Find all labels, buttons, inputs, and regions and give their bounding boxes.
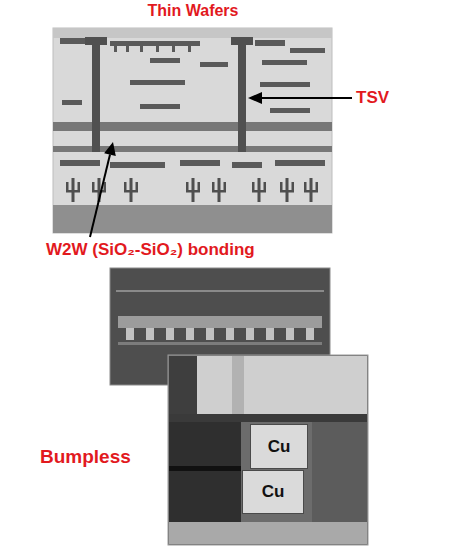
sem-pad — [246, 328, 254, 340]
metal-line — [60, 38, 85, 44]
metal-line — [232, 162, 262, 168]
section-ground — [53, 28, 332, 233]
metal-line — [140, 46, 143, 52]
callout-label: TSV — [356, 88, 389, 108]
sem-image — [168, 355, 368, 545]
leader-line — [260, 97, 352, 99]
sem-layer — [169, 414, 367, 422]
sem-pad — [186, 328, 194, 340]
pad-label: Cu — [268, 437, 291, 457]
tsv — [238, 40, 246, 152]
top-layer — [53, 28, 332, 38]
metal-line — [150, 58, 180, 63]
metal-line — [200, 62, 228, 67]
sem-layer — [118, 342, 322, 345]
metal-line — [172, 46, 175, 52]
arrowhead — [104, 142, 116, 156]
sem-region — [169, 522, 367, 544]
sem-ground — [168, 355, 368, 545]
metal-line — [62, 100, 82, 105]
tsv — [92, 40, 100, 152]
metal-line — [60, 160, 100, 166]
copper-pad: Cu — [250, 424, 308, 469]
arrowhead — [248, 92, 262, 104]
title-text: Thin Wafers — [148, 2, 239, 20]
metal-line — [140, 104, 180, 109]
sem-region — [169, 356, 367, 418]
sem-pad — [146, 328, 154, 340]
sem-region — [312, 422, 367, 522]
metal-line — [126, 46, 129, 52]
callout-label: W2W (SiO₂-SiO₂) bonding — [46, 240, 255, 260]
metal-line — [156, 46, 159, 52]
metal-line — [255, 40, 285, 46]
via — [304, 178, 318, 202]
sem-pad — [166, 328, 174, 340]
callout-label: Bumpless — [40, 446, 131, 468]
metal-line — [262, 60, 307, 65]
copper-pad: Cu — [242, 470, 304, 514]
sem-pad — [306, 328, 314, 340]
sem-region — [169, 356, 197, 418]
sem-pad — [226, 328, 234, 340]
via — [280, 178, 294, 202]
metal-line — [130, 80, 185, 85]
leader-line — [90, 155, 110, 237]
sem-region — [232, 356, 244, 418]
metal-line — [275, 160, 325, 166]
via — [186, 178, 200, 202]
via — [212, 178, 226, 202]
sem-region — [169, 422, 241, 522]
sem-layer — [116, 290, 324, 292]
sem-layer — [169, 466, 241, 471]
sem-pad — [266, 328, 274, 340]
metal-line — [290, 48, 325, 53]
metal-line — [260, 82, 310, 87]
metal-line — [114, 46, 117, 52]
metal-line — [110, 162, 165, 168]
metal-line — [188, 46, 191, 52]
pad-label: Cu — [262, 482, 285, 502]
sem-pad — [126, 328, 134, 340]
sem-layer — [118, 316, 322, 328]
via — [124, 178, 138, 202]
via — [66, 178, 80, 202]
metal-line — [180, 160, 220, 166]
via — [252, 178, 266, 202]
metal-line — [270, 108, 310, 113]
metal-line — [110, 41, 200, 46]
sem-pad — [206, 328, 214, 340]
cross-section — [53, 28, 332, 233]
sem-pad — [286, 328, 294, 340]
